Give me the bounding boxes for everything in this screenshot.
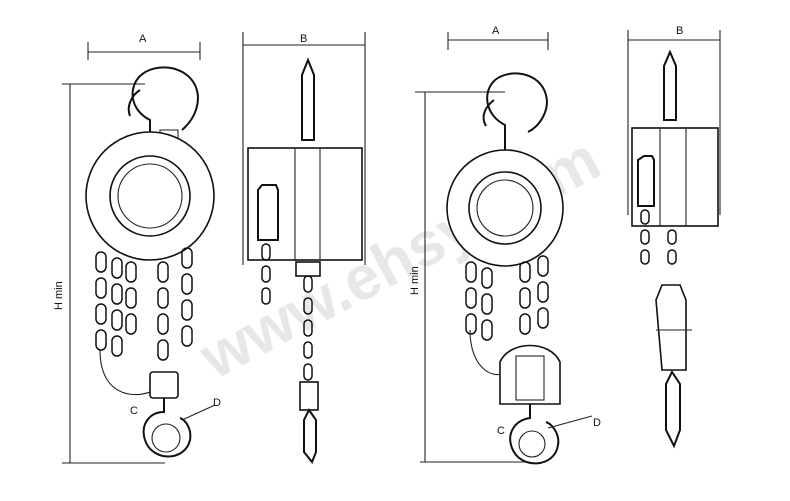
hoist2-side-view: B	[627, 25, 721, 449]
hook-throat-label: C	[130, 405, 138, 417]
hoist2-front-view: A H min D C	[409, 25, 601, 465]
hook-throat2-label: C	[497, 425, 505, 437]
dim-a-label: A	[139, 33, 147, 45]
hoist1-side-view: B	[242, 32, 366, 464]
hook-dia2-label: D	[593, 417, 601, 429]
dim-hmin-label: H min	[53, 281, 65, 310]
hook-dia-label: D	[213, 397, 221, 409]
dim-b-label: B	[300, 33, 307, 45]
hoist1-front-view: A H min D C	[53, 33, 221, 464]
dim-b2-label: B	[676, 25, 683, 37]
dim-hmin2-label: H min	[409, 266, 421, 295]
dim-a2-label: A	[492, 25, 500, 37]
